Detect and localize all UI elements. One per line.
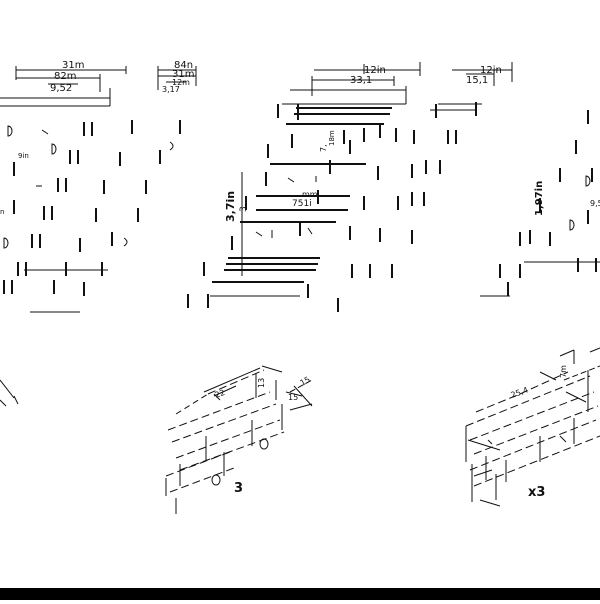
stair-elevation-center [187,86,413,312]
dim-label-g2: 9,5 [590,199,600,208]
dim-label-a2: 82m [54,71,76,82]
dimension-chain-middle-left [157,66,197,90]
dim-label-a1: 31m [62,60,84,71]
dimension-chain-right [452,62,513,86]
dim-label-d2: 15,1 [466,75,488,86]
stair-elevation-left [0,88,181,313]
dim-label-e3: 7, [319,144,328,152]
dim-label-e-frag: n [0,208,4,216]
dim-label-c2: 33,1 [350,75,372,86]
quantity-labels: 3 x3 [234,481,545,500]
dimension-chain-center [311,62,421,96]
iso-stair-center [165,365,313,514]
dim-label-d1: 12in [480,65,502,76]
dim-label-e2: 18m [328,130,336,146]
iso-fragment-left [0,379,19,407]
stair-elevation-right [411,102,600,297]
dim-label-b4: 3,17 [162,85,180,94]
dim-label-b2: 31m [172,69,194,80]
dim-label-f1: mm [302,190,318,199]
dim-label-b3: 12m [172,78,190,87]
dimension-chain-left [15,66,127,92]
dim-label-i1: 25,4 [510,385,530,400]
dim-label-h3: 15 [288,393,298,402]
dim-label-i2: 7m [559,365,568,378]
dim-label-b1: 84n [174,60,193,71]
quantity-right: x3 [528,485,545,500]
iso-stair-right [465,347,600,507]
dim-label-f4: 3, [239,203,249,212]
bottom-black-band [0,588,600,600]
dim-label-f2: 751i [292,199,312,209]
dim-label-h2: 13 [257,378,266,388]
quantity-left: 3 [234,481,243,496]
dim-label-a3: 9,52 [50,83,72,94]
dim-label-g1: 1,97in [534,181,545,216]
dim-label-h4: 15 [299,375,312,388]
dim-label-c1: 12in [364,65,386,76]
dim-label-f3: 3,7in [224,191,237,222]
dimension-labels: 31m 82m 9,52 84n 31m 12m 3,17 12in 33,1 … [0,60,600,402]
dim-label-h1: 22 [214,388,227,400]
dim-label-e1: 9in [18,152,29,160]
